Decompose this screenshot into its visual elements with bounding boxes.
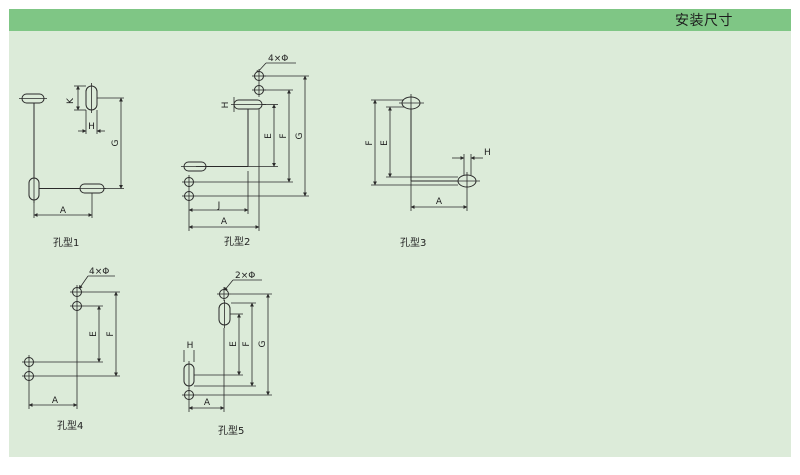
diagram-hole-type-5: 2×Φ H E F G A 孔型5 [182, 271, 272, 437]
dim-label-a: A [52, 396, 59, 406]
dim-label-e: E [380, 140, 390, 146]
dim-label-a: A [204, 398, 211, 408]
dim-label-a: A [221, 217, 228, 227]
caption-hole-type-4: 孔型4 [57, 419, 83, 432]
dim-label-f: F [242, 341, 252, 346]
dim-label-h: H [484, 148, 491, 158]
caption-hole-type-2: 孔型2 [224, 235, 250, 248]
dim-label-g: G [295, 132, 305, 139]
dim-label-holes: 4×Φ [89, 267, 109, 277]
diagram-hole-type-2: 4×Φ H E F G [181, 54, 309, 248]
dim-label-h: H [88, 122, 95, 132]
dim-label-h: H [221, 102, 231, 109]
dim-label-holes: 4×Φ [268, 54, 288, 64]
dim-label-h: H [187, 341, 194, 351]
caption-hole-type-3: 孔型3 [400, 236, 426, 249]
dim-label-f: F [106, 331, 116, 336]
dim-label-e: E [264, 133, 274, 139]
section-header: 安装尺寸 [9, 9, 791, 31]
caption-hole-type-1: 孔型1 [53, 236, 79, 249]
dim-label-f: F [279, 133, 289, 138]
dim-label-holes: 2×Φ [235, 271, 255, 281]
dim-label-e: E [229, 341, 239, 347]
diagram-hole-type-4: 4×Φ E F A 孔型4 [22, 267, 120, 432]
caption-hole-type-5: 孔型5 [218, 424, 244, 437]
dim-label-f: F [365, 140, 375, 145]
section-title: 安装尺寸 [675, 13, 733, 29]
dim-label-g: G [111, 139, 121, 146]
dim-label-a: A [60, 206, 67, 216]
diagram-hole-type-1: K H G A 孔型1 [19, 83, 124, 249]
dim-label-g: G [258, 340, 268, 347]
install-dimensions-panel: 安装尺寸 [9, 9, 791, 457]
dim-label-e: E [89, 331, 99, 337]
dim-label-j: J [217, 201, 221, 211]
dim-label-k: K [66, 97, 76, 104]
diagram-hole-type-3: F E H A 孔型3 [365, 94, 491, 249]
dim-label-a: A [436, 197, 443, 207]
